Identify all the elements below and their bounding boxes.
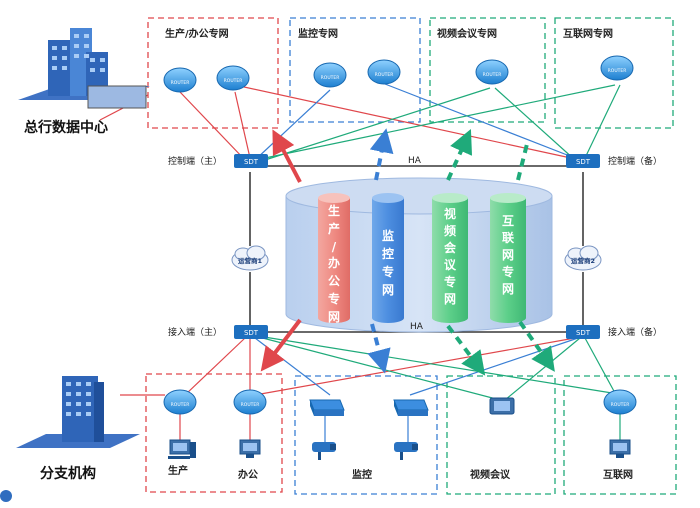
sdt-control-backup: SDT	[566, 154, 600, 168]
sdt-control-main: SDT	[234, 154, 268, 168]
router-icon: ROUTER	[163, 389, 197, 415]
access-main-label: 接入端（主）	[168, 326, 222, 338]
zone-label: 生产/办公专网	[165, 27, 229, 40]
zone-label: 视频会议专网	[437, 27, 497, 40]
pipe-label-production: 生产/办公专网	[328, 203, 340, 324]
zone-monitoring	[289, 17, 421, 123]
computer-icon	[609, 439, 631, 458]
hq-building-icon	[18, 28, 150, 109]
router-icon: ROUTER	[367, 59, 401, 85]
switch-icon	[393, 399, 429, 416]
branch-zone-label: 办公	[238, 468, 258, 481]
svg-text:ROUTER: ROUTER	[375, 72, 394, 78]
control-main-label: 控制端（主）	[168, 155, 222, 167]
traffic-arrows	[260, 128, 555, 376]
svg-text:ROUTER: ROUTER	[483, 72, 502, 78]
router-icon: ROUTER	[313, 62, 347, 88]
zone-video-conference	[429, 17, 546, 123]
branch-label: 分支机构	[40, 465, 96, 482]
hq-label: 总行数据中心	[24, 119, 108, 136]
svg-text:ROUTER: ROUTER	[321, 75, 340, 81]
control-backup-label: 控制端（备）	[608, 155, 662, 167]
computer-icon	[239, 439, 261, 458]
router-icon: ROUTER	[233, 389, 267, 415]
branch-zone-label: 视频会议	[470, 468, 511, 481]
svg-text:ROUTER: ROUTER	[171, 80, 190, 86]
access-backup-label: 接入端（备）	[608, 326, 662, 338]
svg-text:ROUTER: ROUTER	[171, 402, 190, 408]
sdt-access-main: SDT	[234, 325, 268, 339]
corner-badge-icon	[0, 490, 12, 502]
camera-icon	[394, 442, 418, 460]
branch-zone-label: 监控	[352, 468, 372, 481]
zone-label: 监控专网	[298, 27, 338, 40]
ha-label-top: HA	[408, 156, 422, 166]
zone-internet	[554, 17, 674, 129]
video-conference-icon	[489, 397, 515, 415]
pipe-label-monitoring: 监控专网	[382, 228, 394, 297]
svg-text:ROUTER: ROUTER	[224, 78, 243, 84]
svg-text:SDT: SDT	[576, 329, 591, 337]
router-icon: ROUTER	[475, 59, 509, 85]
branch-zone-label: 生产	[168, 464, 188, 477]
svg-text:ROUTER: ROUTER	[611, 402, 630, 408]
overlay-network-cylinder: 生产/办公专网 监控专网 视频会议专网 互联网专网	[285, 177, 553, 333]
svg-text:ROUTER: ROUTER	[608, 68, 627, 74]
svg-text:运营商2: 运营商2	[571, 256, 595, 265]
computer-icon	[168, 439, 196, 459]
svg-text:运营商1: 运营商1	[238, 256, 263, 265]
zone-label: 互联网专网	[563, 27, 613, 40]
zone-branch-video	[446, 375, 556, 495]
router-icon: ROUTER	[216, 65, 250, 91]
svg-text:SDT: SDT	[576, 158, 591, 166]
router-icon: ROUTER	[163, 67, 197, 93]
sdt-access-backup: SDT	[566, 325, 600, 339]
zone-branch-monitoring	[294, 375, 438, 495]
cloud-icon: 运营商1	[231, 245, 269, 271]
switch-icon	[309, 399, 345, 416]
pipe-label-video: 视频会议专网	[444, 206, 457, 306]
ha-label-bottom: HA	[410, 322, 424, 332]
router-icon: ROUTER	[603, 389, 637, 415]
router-icon: ROUTER	[600, 55, 634, 81]
zone-branch-internet	[563, 375, 677, 495]
zone-production-office	[147, 17, 279, 129]
zone-branch-production-office	[145, 373, 283, 493]
branch-zone-label: 互联网	[603, 468, 633, 481]
svg-text:SDT: SDT	[244, 329, 259, 337]
svg-text:ROUTER: ROUTER	[241, 402, 260, 408]
branch-building-icon	[16, 376, 140, 448]
svg-text:SDT: SDT	[244, 158, 259, 166]
pipe-label-internet: 互联网专网	[502, 214, 514, 296]
camera-icon	[312, 442, 336, 460]
cloud-icon: 运营商2	[564, 245, 602, 271]
